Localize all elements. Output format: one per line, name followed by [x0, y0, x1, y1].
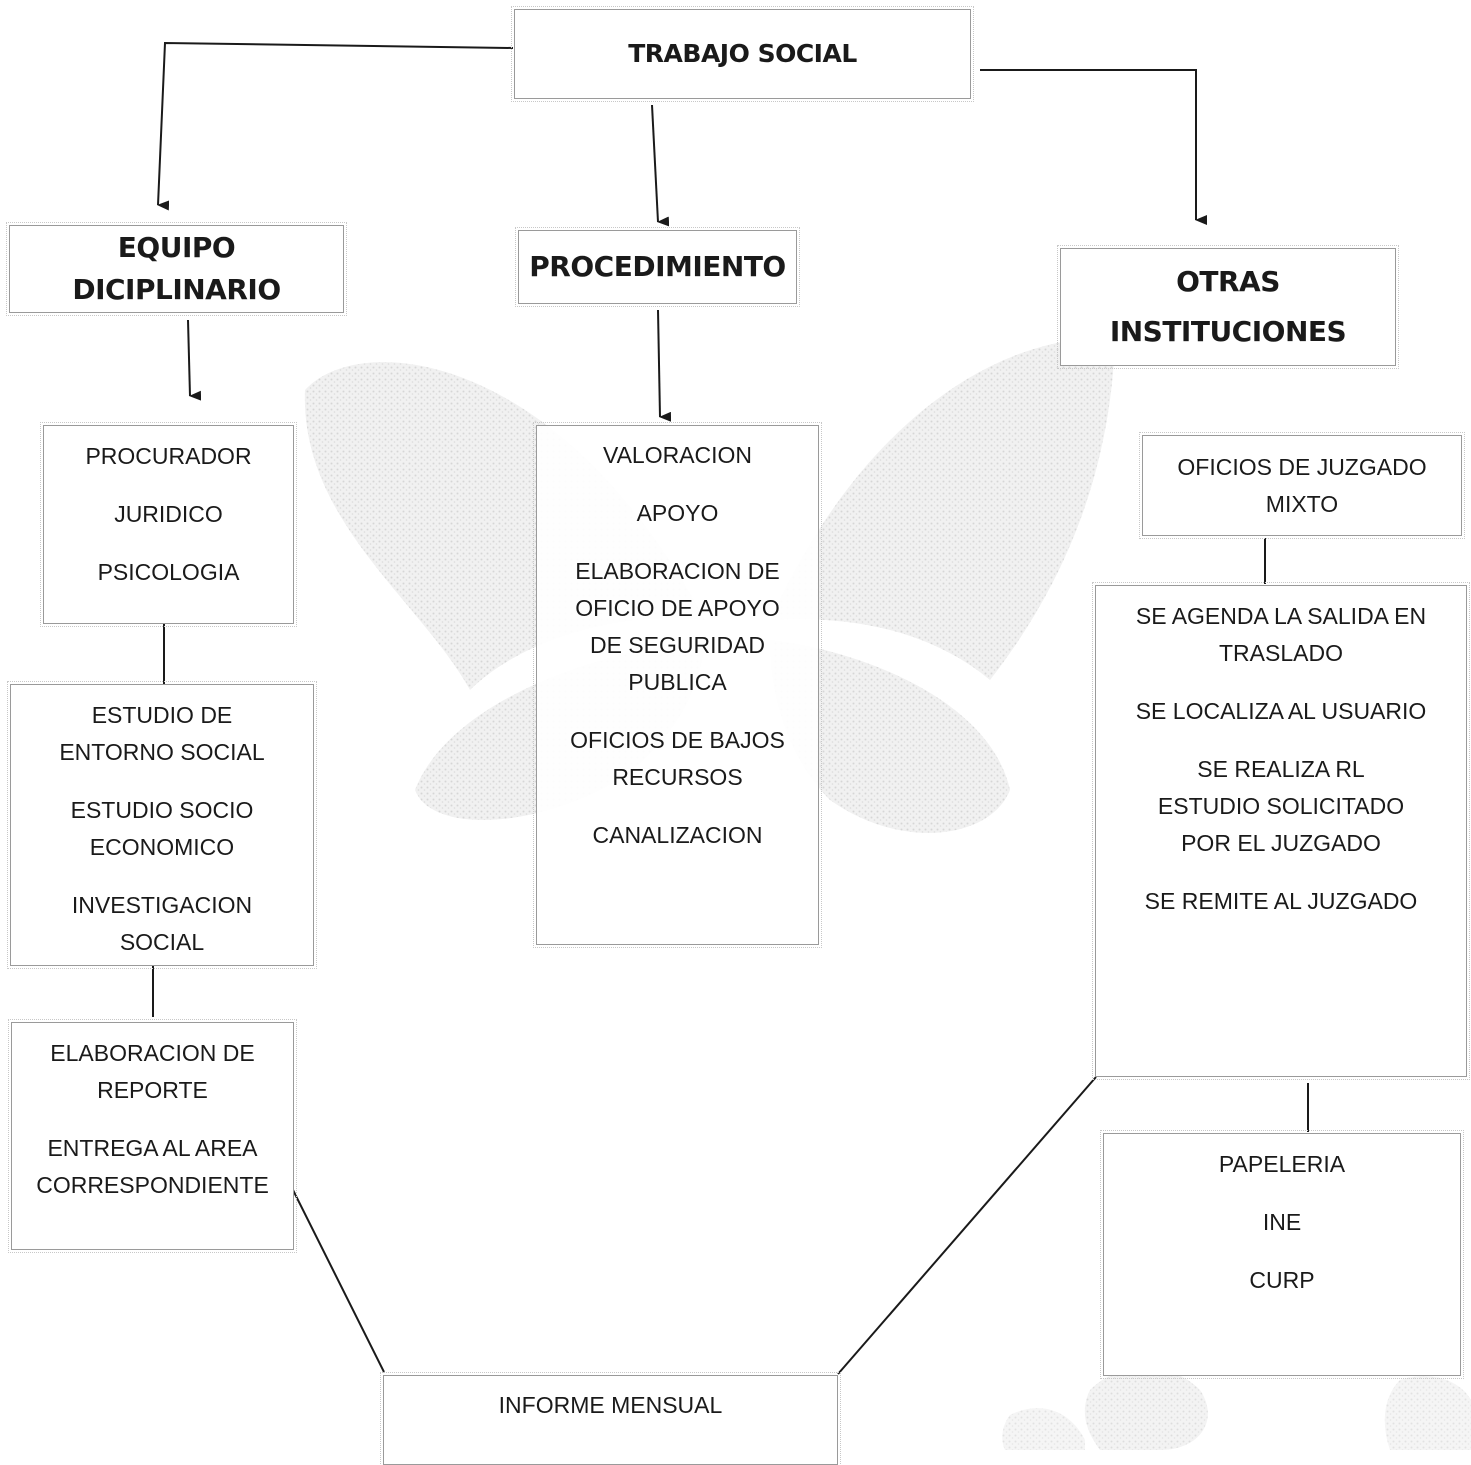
list-item: CURP — [1249, 1267, 1315, 1293]
connector-root-to-equipo — [157, 41, 514, 211]
connector-equipo-to-members — [187, 319, 202, 401]
list-item: JURIDICO — [114, 501, 223, 527]
list-item: INVESTIGACION SOCIAL — [71, 892, 253, 955]
list-item: OFICIOS DE BAJOS RECURSOS — [570, 727, 785, 790]
list-item: PROCURADOR — [85, 443, 252, 469]
node-oficios-juzgado: OFICIOS DE JUZGADO MIXTO — [1139, 432, 1465, 539]
node-label-line-2: INSTITUCIONES — [1109, 315, 1347, 348]
connector-process-to-informe — [837, 1076, 1097, 1375]
list-item: ESTUDIO DE ENTORNO SOCIAL — [59, 702, 265, 765]
connector-root-to-procedimiento — [651, 104, 670, 227]
connector-procedimiento-to-steps — [657, 309, 672, 422]
node-label-line-1: OTRAS — [1176, 265, 1280, 298]
node-label: EQUIPO DICIPLINARIO — [72, 231, 281, 306]
list-item: SE AGENDA LA SALIDA EN TRASLADO — [1135, 603, 1427, 666]
list-item: SE REMITE AL JUZGADO — [1144, 888, 1418, 914]
list-item: CANALIZACION — [592, 822, 763, 848]
list-item: ENTREGA AL AREA CORRESPONDIENTE — [36, 1135, 269, 1198]
node-label: PROCEDIMIENTO — [529, 250, 786, 283]
node-equipo-diciplinario: EQUIPO DICIPLINARIO — [6, 222, 347, 316]
node-equipo-report: ELABORACION DE REPORTE ENTREGA AL AREA C… — [8, 1019, 297, 1253]
list-item: VALORACION — [602, 442, 753, 468]
node-equipo-members: PROCURADOR JURIDICO PSICOLOGIA — [40, 422, 297, 627]
list-item: ESTUDIO SOCIO ECONOMICO — [70, 797, 254, 860]
node-procedimiento-steps: VALORACION APOYO ELABORACION DE OFICIO D… — [533, 422, 822, 948]
connector-root-to-otras — [980, 69, 1207, 225]
list-item: INE — [1262, 1209, 1302, 1235]
node-otras-documents: PAPELERIA INE CURP — [1100, 1130, 1464, 1379]
node-informe-mensual: INFORME MENSUAL — [380, 1372, 841, 1465]
node-otras-instituciones: OTRAS INSTITUCIONES — [1057, 245, 1399, 369]
list-item: SE LOCALIZA AL USUARIO — [1135, 698, 1427, 724]
node-label: OFICIOS DE JUZGADO MIXTO — [1177, 453, 1427, 517]
node-equipo-studies: ESTUDIO DE ENTORNO SOCIAL ESTUDIO SOCIO … — [7, 681, 317, 969]
node-label: TRABAJO SOCIAL — [628, 39, 857, 69]
node-trabajo-social: TRABAJO SOCIAL — [511, 6, 974, 102]
connector-report-to-informe — [292, 1189, 385, 1373]
list-item: ELABORACION DE REPORTE — [50, 1040, 255, 1103]
list-item: APOYO — [636, 500, 719, 526]
list-item: PAPELERIA — [1218, 1151, 1346, 1177]
list-item: PSICOLOGIA — [97, 559, 240, 585]
list-item: ELABORACION DE OFICIO DE APOYO DE SEGURI… — [575, 558, 780, 695]
list-item: SE REALIZA RL ESTUDIO SOLICITADO POR EL … — [1157, 756, 1405, 856]
node-procedimiento: PROCEDIMIENTO — [515, 227, 800, 307]
node-otras-process: SE AGENDA LA SALIDA EN TRASLADO SE LOCAL… — [1092, 582, 1470, 1080]
node-label: INFORME MENSUAL — [498, 1392, 723, 1418]
